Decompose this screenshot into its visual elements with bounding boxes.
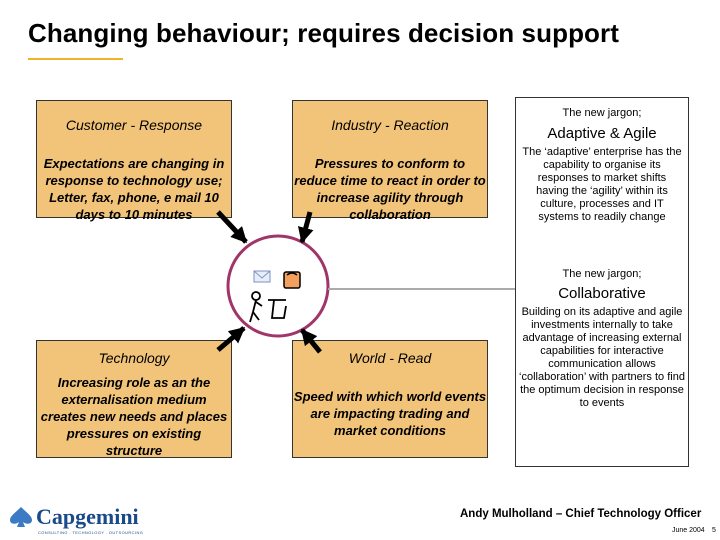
clipart-people-icon (249, 291, 287, 323)
quadrant-body: Increasing role as an the externalisatio… (40, 375, 228, 458)
arrow-from-technology (216, 326, 246, 352)
quadrant-body: Expectations are changing in response to… (43, 156, 225, 222)
footer-date: June 2004 (672, 527, 705, 534)
quadrant-heading: Technology (98, 350, 170, 366)
quadrant-technology: Technology Increasing role as an the ext… (36, 340, 232, 458)
jargon-title-adaptive: Adaptive & Agile (547, 125, 657, 142)
footer-author: Andy Mulholland – Chief Technology Offic… (460, 508, 702, 520)
clipart-phone-icon (283, 271, 301, 289)
quadrant-body: Speed with which world events are impact… (293, 389, 487, 438)
logo-wordmark: Capgemini (36, 504, 139, 529)
quadrant-world-read: World - Read Speed with which world even… (292, 340, 488, 458)
quadrant-industry-reaction: Industry - Reaction Pressures to conform… (292, 100, 488, 222)
quadrant-heading: Customer - Response (65, 117, 203, 133)
arrow-from-world (300, 328, 322, 354)
jargon-intro-2: The new jargon; (562, 268, 642, 280)
slide-title: Changing behaviour; requires decision su… (28, 18, 620, 48)
right-panel: The new jargon; Adaptive & Agile The ‘ad… (515, 97, 689, 467)
quadrant-customer-response: Customer - Response Expectations are cha… (36, 100, 232, 222)
quadrant-heading: Industry - Reaction (331, 117, 449, 133)
quadrant-body: Pressures to conform to reduce time to r… (294, 156, 486, 222)
arrow-from-industry (297, 211, 314, 244)
page-number: 5 (712, 527, 716, 534)
jargon-body-adaptive: The ‘adaptive’ enterprise has the capabi… (522, 146, 682, 223)
jargon-intro-1: The new jargon; (562, 107, 642, 119)
logo-tagline: CONSULTING . TECHNOLOGY . OUTSOURCING (38, 530, 144, 535)
title-underline (28, 58, 123, 60)
jargon-title-collaborative: Collaborative (558, 285, 646, 302)
clipart-envelope-icon (253, 270, 271, 283)
capgemini-logo: Capgemini CONSULTING . TECHNOLOGY . OUTS… (8, 504, 168, 535)
quadrant-heading: World - Read (348, 350, 432, 366)
jargon-body-collaborative: Building on its adaptive and agile inves… (519, 306, 685, 409)
center-circle (226, 234, 330, 338)
spade-logo-icon (10, 507, 32, 527)
arrow-from-customer (216, 210, 248, 244)
